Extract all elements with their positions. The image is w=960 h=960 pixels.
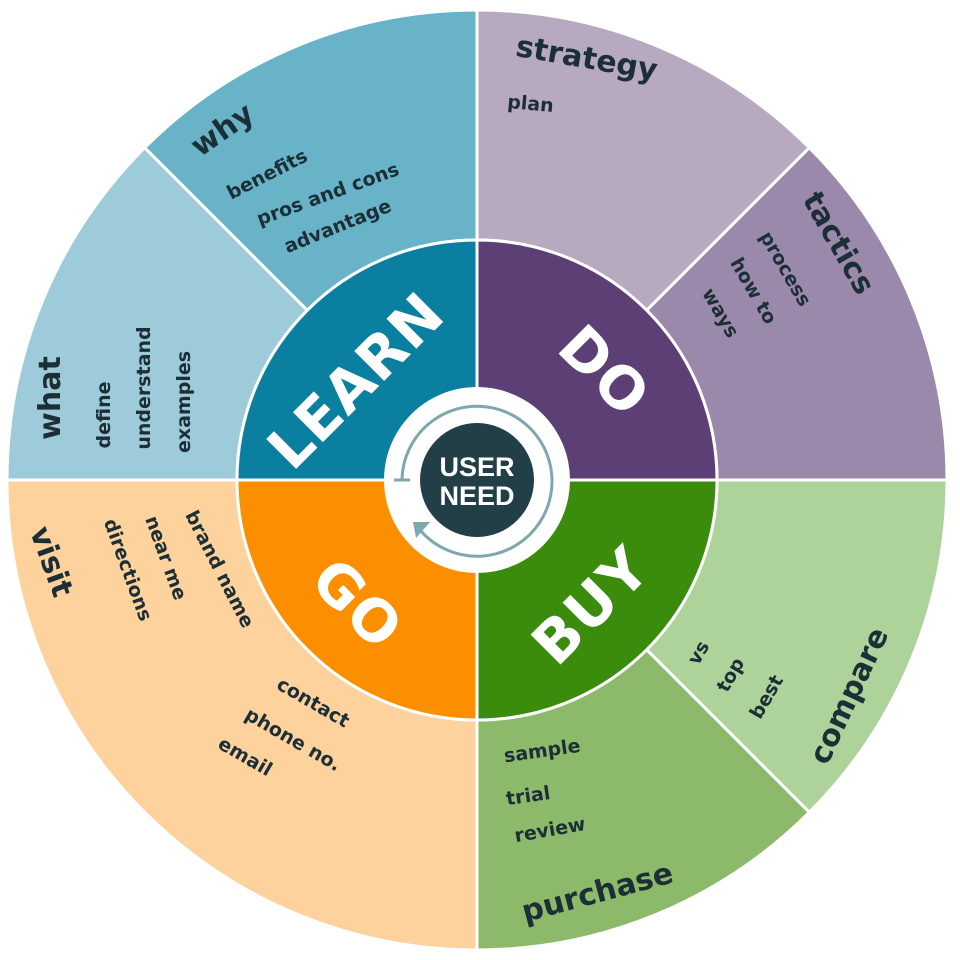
item-define: define <box>93 382 115 449</box>
cycle-arrow-icon <box>394 404 554 558</box>
item-examples: examples <box>173 351 195 453</box>
center-circle <box>420 423 534 537</box>
item-plan: plan <box>506 91 554 117</box>
item-understand: understand <box>133 326 155 449</box>
center-label-line2: NEED <box>439 481 514 511</box>
arrow-head-icon <box>413 522 430 538</box>
center-label-line1: USER <box>439 452 514 482</box>
title-what: what <box>33 356 68 440</box>
